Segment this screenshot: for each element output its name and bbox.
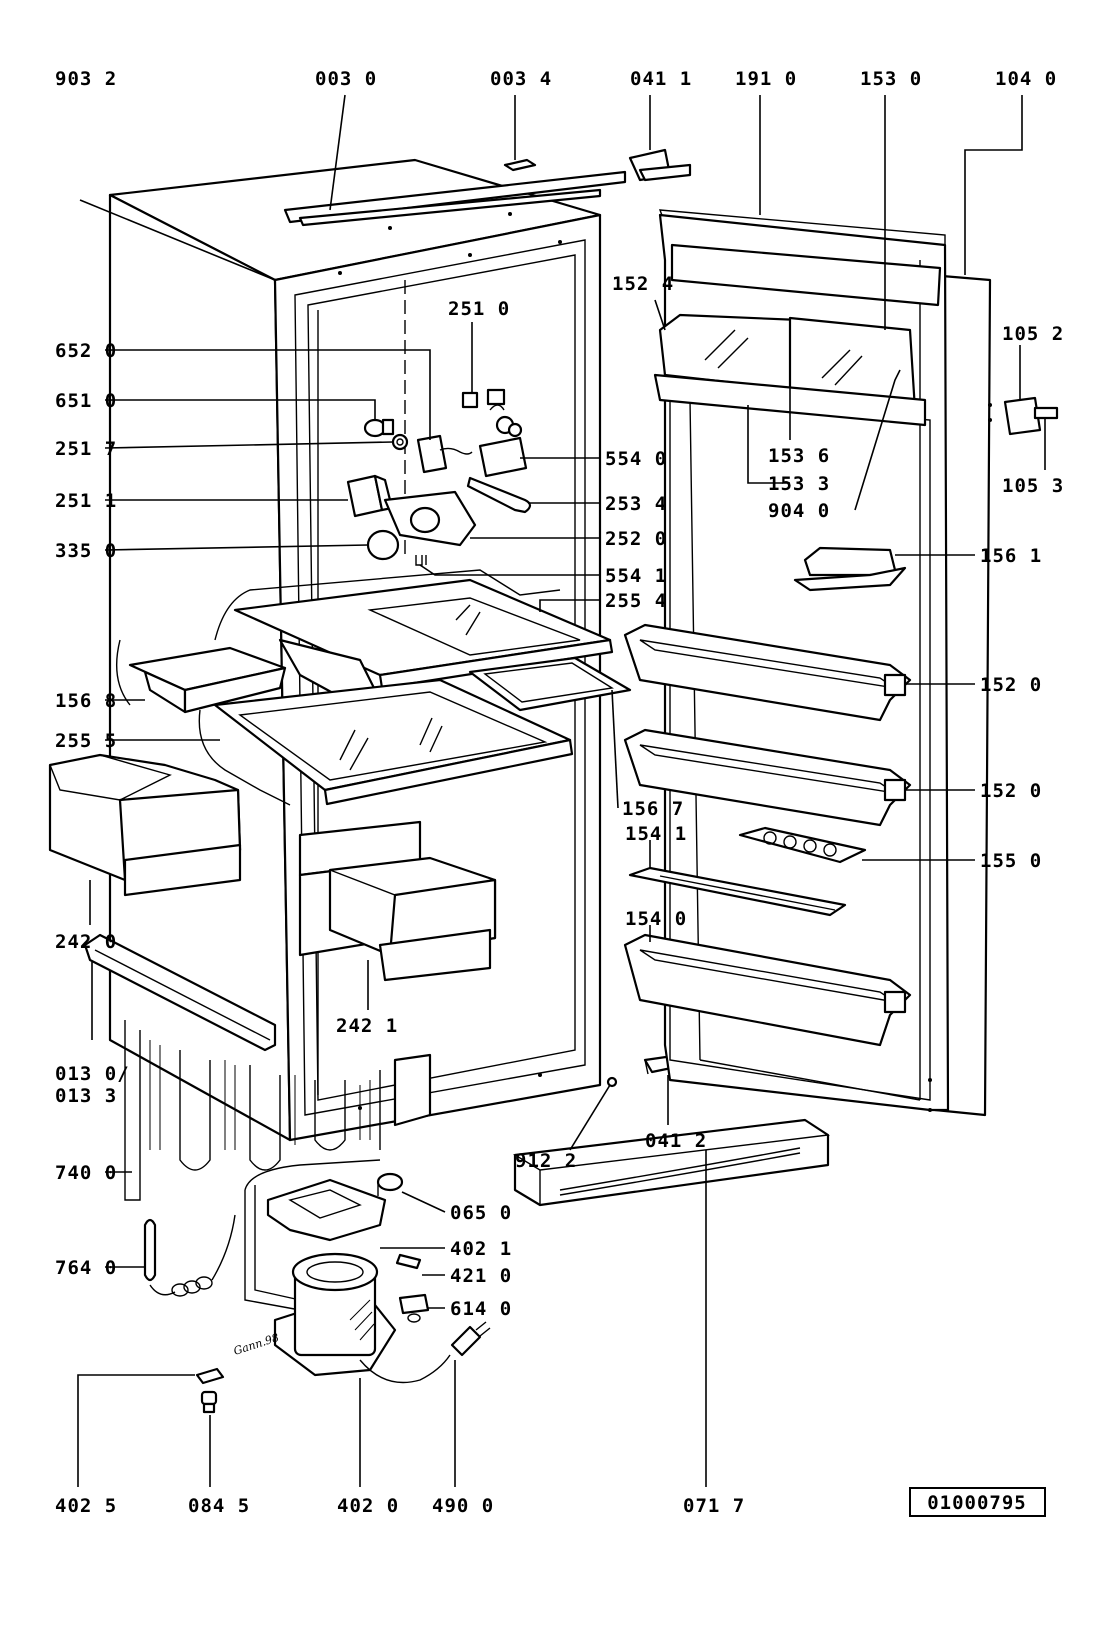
label-104-0: 104 0	[995, 68, 1057, 90]
label-191-0: 191 0	[735, 68, 797, 90]
label-253-4: 253 4	[605, 493, 667, 515]
label-065-0: 065 0	[450, 1202, 512, 1224]
label-153-6: 153 6	[768, 445, 830, 467]
label-903-2: 903 2	[55, 68, 117, 90]
label-105-2: 105 2	[1002, 323, 1064, 345]
label-003-4: 003 4	[490, 68, 552, 90]
dairy-compartment	[653, 243, 942, 427]
label-013-0: 013 0/	[55, 1063, 130, 1085]
hinge-upper	[503, 148, 692, 182]
reference-number-box: 01000795	[909, 1487, 1046, 1517]
upper-shelf-255-4	[214, 569, 614, 707]
egg-tray	[738, 826, 867, 864]
compressor-group	[143, 1159, 491, 1384]
label-071-7: 071 7	[683, 1495, 745, 1517]
label-252-0: 252 0	[605, 528, 667, 550]
label-153-3: 153 3	[768, 473, 830, 495]
label-402-5: 402 5	[55, 1495, 117, 1517]
label-105-3: 105 3	[1002, 475, 1064, 497]
drawer-242-1	[328, 856, 497, 982]
label-740-0: 740 0	[55, 1162, 117, 1184]
hinge-right	[988, 396, 1059, 436]
label-554-0: 554 0	[605, 448, 667, 470]
label-154-0: 154 0	[625, 908, 687, 930]
reference-number: 01000795	[927, 1492, 1027, 1514]
label-152-4: 152 4	[612, 273, 674, 295]
bottle-retainer	[628, 866, 847, 917]
label-152-0-lower: 152 0	[980, 780, 1042, 802]
condenser-740-0	[124, 1020, 432, 1201]
label-156-8: 156 8	[55, 690, 117, 712]
label-156-1: 156 1	[980, 545, 1042, 567]
label-651-0: 651 0	[55, 390, 117, 412]
door-shelf-152-0-upper	[623, 623, 912, 722]
label-156-7: 156 7	[622, 798, 684, 820]
label-041-2: 041 2	[645, 1130, 707, 1152]
label-251-1: 251 1	[55, 490, 117, 512]
door-shelf-152-0-lower	[623, 728, 912, 827]
part-labels: 903 2 003 0 003 4 041 1 191 0 153 0 104 …	[55, 68, 1064, 1517]
label-041-1: 041 1	[630, 68, 692, 90]
label-652-0: 652 0	[55, 340, 117, 362]
small-tray-156-8	[115, 639, 287, 714]
label-013-3: 013 3	[55, 1085, 117, 1107]
lower-shelf-255-5	[198, 678, 574, 806]
label-152-0-upper: 152 0	[980, 674, 1042, 696]
door-shelf-154-0	[623, 933, 912, 1047]
label-251-0: 251 0	[448, 298, 510, 320]
small-parts-bottom-left	[195, 1367, 225, 1414]
label-251-7: 251 7	[55, 438, 117, 460]
label-255-4: 255 4	[605, 590, 667, 612]
label-421-0: 421 0	[450, 1265, 512, 1287]
label-154-1: 154 1	[625, 823, 687, 845]
drafter-signature: Gann.98	[232, 1331, 281, 1358]
leader-lines	[77, 94, 1046, 1487]
label-242-0: 242 0	[55, 931, 117, 953]
label-335-0: 335 0	[55, 540, 117, 562]
label-084-5: 084 5	[188, 1495, 250, 1517]
label-490-0: 490 0	[432, 1495, 494, 1517]
label-155-0: 155 0	[980, 850, 1042, 872]
label-402-1: 402 1	[450, 1238, 512, 1260]
label-255-5: 255 5	[55, 730, 117, 752]
butter-dish	[793, 546, 907, 592]
label-614-0: 614 0	[450, 1298, 512, 1320]
label-242-1: 242 1	[336, 1015, 398, 1037]
label-003-0: 003 0	[315, 68, 377, 90]
glass-plate-156-7	[468, 656, 632, 712]
label-554-1: 554 1	[605, 565, 667, 587]
label-904-0: 904 0	[768, 500, 830, 522]
label-764-0: 764 0	[55, 1257, 117, 1279]
label-402-0: 402 0	[337, 1495, 399, 1517]
label-153-0: 153 0	[860, 68, 922, 90]
label-912-2: 912 2	[515, 1150, 577, 1172]
bottom-trim-013	[83, 933, 277, 1052]
plinth-071-7	[512, 1118, 830, 1207]
drawer-242-0	[48, 753, 242, 897]
thermostat-light-assembly	[346, 280, 532, 960]
